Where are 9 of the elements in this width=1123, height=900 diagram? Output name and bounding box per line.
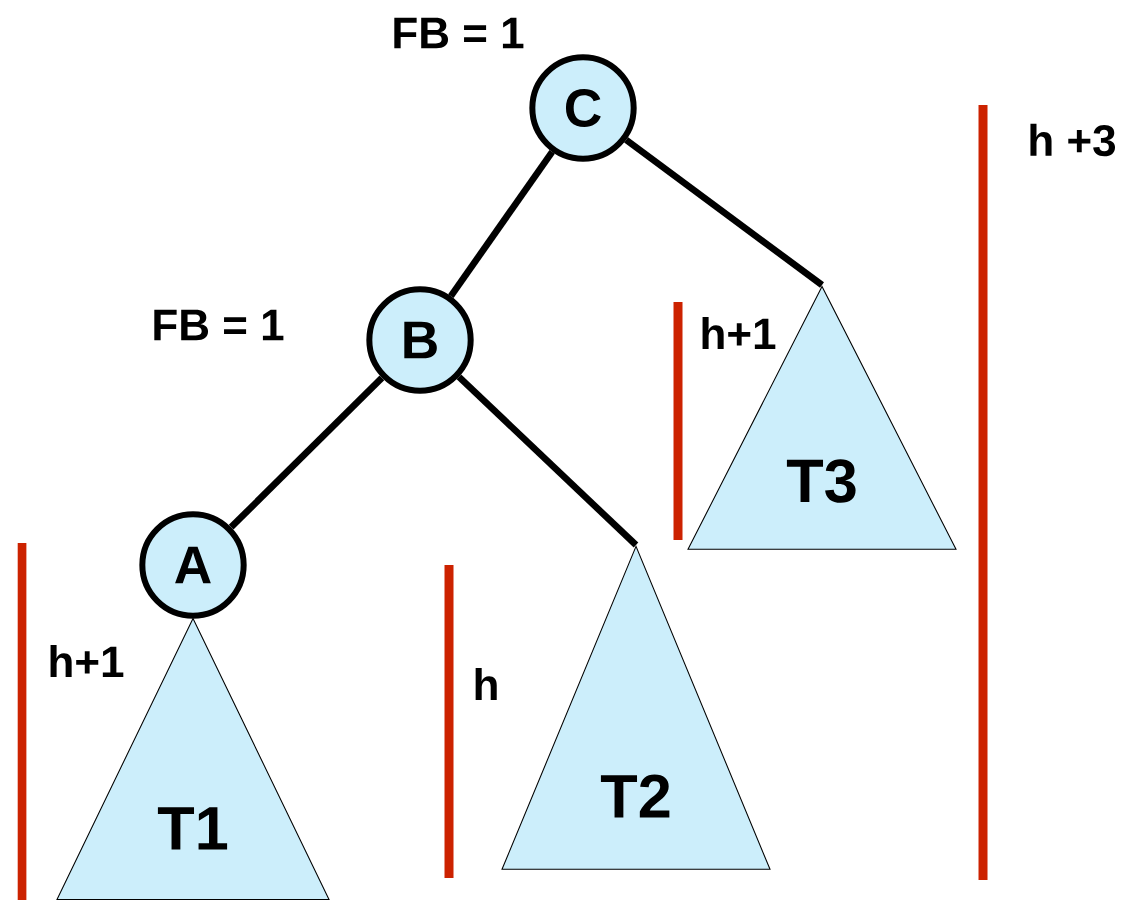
- balance-factor-label: FB = 1: [394, 17, 524, 49]
- tree-edge: [448, 150, 555, 298]
- tree-edge: [456, 374, 639, 548]
- tree-edge: [624, 137, 824, 288]
- height-label: h +3: [1030, 123, 1116, 157]
- height-label: h+1: [702, 317, 776, 349]
- subtree-triangle: T2: [501, 545, 771, 870]
- tree-edge: [228, 375, 385, 530]
- balance-factor-label: FB = 1: [154, 309, 284, 341]
